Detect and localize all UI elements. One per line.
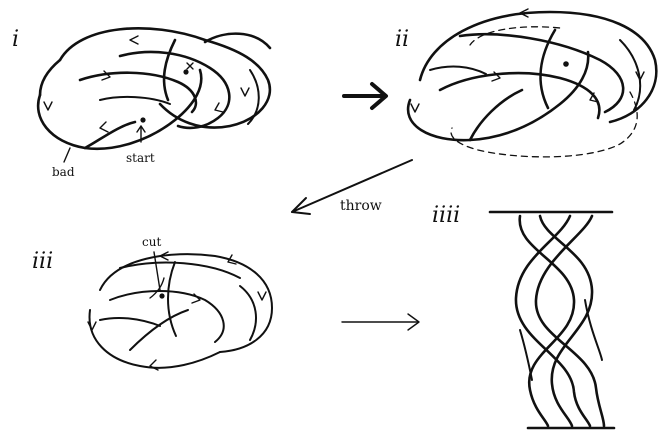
cut-label: cut — [142, 235, 161, 249]
panel-iii: iii cut — [32, 235, 272, 370]
cut-point-dot — [159, 293, 164, 298]
braid-iiii — [490, 212, 614, 428]
knot-iii — [88, 252, 272, 370]
cut-pointer — [154, 252, 160, 290]
panel-i: i start — [12, 27, 270, 179]
marker-dot — [183, 69, 188, 74]
panel-iiii: iiii — [432, 203, 614, 428]
bad-label: bad — [52, 165, 75, 179]
marker-dot — [563, 61, 569, 67]
throw-label: throw — [340, 198, 382, 214]
bad-pointer — [64, 148, 70, 162]
knot-i — [38, 28, 270, 162]
panel-iii-label: iii — [32, 249, 53, 274]
knot-ii — [408, 9, 656, 157]
arrow-iii-to-iiii — [342, 314, 419, 330]
start-label: start — [126, 151, 155, 165]
panel-i-label: i — [12, 27, 19, 52]
panel-ii: ii — [395, 9, 656, 157]
arrow-i-to-ii — [344, 84, 386, 108]
panel-iiii-label: iiii — [432, 203, 460, 228]
panel-ii-label: ii — [395, 27, 409, 52]
start-point-dot — [140, 117, 145, 122]
throw-arrow: throw — [292, 160, 412, 214]
